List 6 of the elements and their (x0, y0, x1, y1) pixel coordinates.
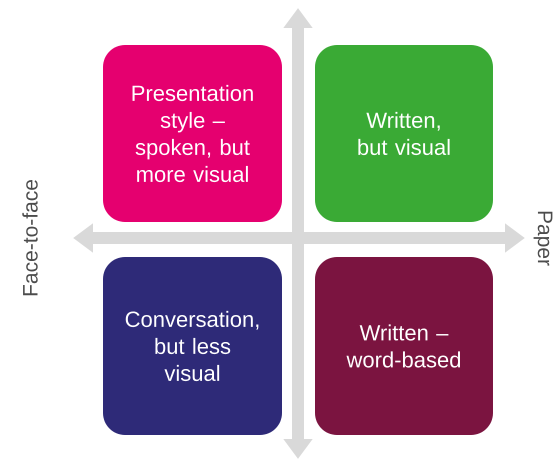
quadrant-box: Written, but visual (315, 45, 493, 222)
quadrant-box: Presentation style – spoken, but more visual (103, 45, 282, 222)
quadrant-box: Written – word-based (315, 257, 493, 435)
quadrant-box: Conversation, but less visual (103, 257, 282, 435)
axis-label: Paper (534, 212, 552, 266)
axis-label: Face-to-face (22, 180, 38, 296)
